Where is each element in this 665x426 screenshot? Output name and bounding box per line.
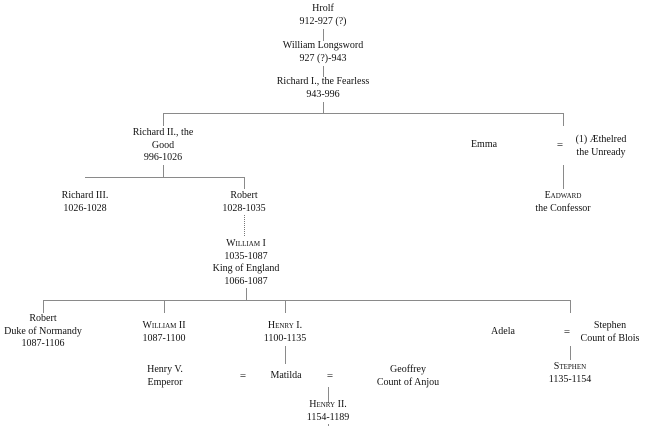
connector [164,300,165,313]
connector [163,113,164,126]
name: Henry I. [267,320,303,331]
dotted-connector [244,215,245,236]
person-robert: Robert 1028-1035 [222,190,265,215]
connector [323,29,324,41]
connector [163,113,564,114]
person-aethelred: (1) Æthelred the Unready [576,134,627,159]
name: Henry II. [309,399,347,410]
connector [43,300,571,301]
marriage-symbol: = [326,370,334,382]
dates: 927 (?)-943 [299,52,347,64]
person-richard-ii: Richard II., the Good 996-1026 [133,127,194,165]
person-matilda: Matilda [270,370,301,383]
person-richard-iii: Richard III. 1026-1028 [62,190,109,215]
title: Emperor [147,376,183,388]
person-henry-ii: Henry II. 1154-1189 [307,399,350,424]
title: King of England [212,263,280,274]
dates: 1028-1035 [222,202,266,214]
dates: 1026-1028 [63,202,107,214]
person-richard-i: Richard I., the Fearless 943-996 [277,76,369,101]
name: Geoffrey [390,364,426,375]
marriage-symbol: = [556,139,564,151]
person-stephen: Stephen 1135-1154 [549,361,592,386]
name: Stephen [553,361,587,372]
name: Adela [491,326,515,337]
person-henry-v: Henry V. Emperor [147,364,183,389]
person-william-longsword: William Longsword 927 (?)-943 [283,40,363,65]
name: William Longsword [282,40,364,51]
connector [163,165,164,178]
name: Emma [470,139,498,150]
name: Robert [230,190,258,201]
title: Count of Anjou [376,376,440,388]
title: Duke of Normandy [4,325,82,337]
marriage-symbol: = [239,370,247,382]
person-eadward: Eadward the Confessor [535,190,590,215]
name: (1) Æthelred [575,134,627,145]
name: Stephen [593,320,627,331]
connector [244,177,245,189]
connector [285,300,286,313]
dates: 912-927 (?) [299,15,347,27]
connector [85,177,245,178]
dates: 1066-1087 [224,275,268,287]
name: Good [151,139,175,151]
dates: 996-1026 [143,152,183,163]
connector [570,300,571,313]
person-robert-duke: Robert Duke of Normandy 1087-1106 [4,313,82,351]
person-william-i: William I 1035-1087 King of England 1066… [213,238,280,288]
connector [43,300,44,313]
person-henry-i: Henry I. 1100-1135 [264,320,307,345]
connector [563,165,564,189]
name: William I [226,238,266,249]
connector [328,424,329,426]
name: Eadward [544,190,582,201]
name: Richard I., the Fearless [276,76,370,87]
name: Richard II., the [132,127,194,138]
person-geoffrey: Geoffrey Count of Anjou [377,364,439,389]
dates: 1135-1154 [548,373,592,385]
name: Hrolf [312,3,334,14]
person-stephen-blois: Stephen Count of Blois [581,320,640,345]
dates: 1154-1189 [306,411,350,423]
name: the Confessor [535,202,591,214]
connector [323,66,324,77]
dates: 1087-1106 [21,338,65,349]
dates: 1100-1135 [263,332,307,344]
name: the Unready [576,146,626,158]
person-william-ii: William II 1087-1100 [142,320,185,345]
dates: 943-996 [306,88,340,100]
connector [246,288,247,300]
marriage-symbol: = [563,326,571,338]
person-hrolf: Hrolf 912-927 (?) [300,3,347,28]
name: Richard III. [61,190,109,201]
name: Matilda [270,370,302,381]
name: Henry V. [147,364,183,375]
connector [563,113,564,126]
title: Count of Blois [580,332,640,344]
connector [285,346,286,364]
person-adela: Adela [491,326,515,339]
person-emma: Emma [471,139,497,152]
name: William II [142,320,186,331]
name: Robert [29,313,57,324]
connector [323,102,324,114]
dates: 1035-1087 [224,250,268,262]
connector [328,387,329,403]
dates: 1087-1100 [142,332,186,344]
connector [570,346,571,360]
